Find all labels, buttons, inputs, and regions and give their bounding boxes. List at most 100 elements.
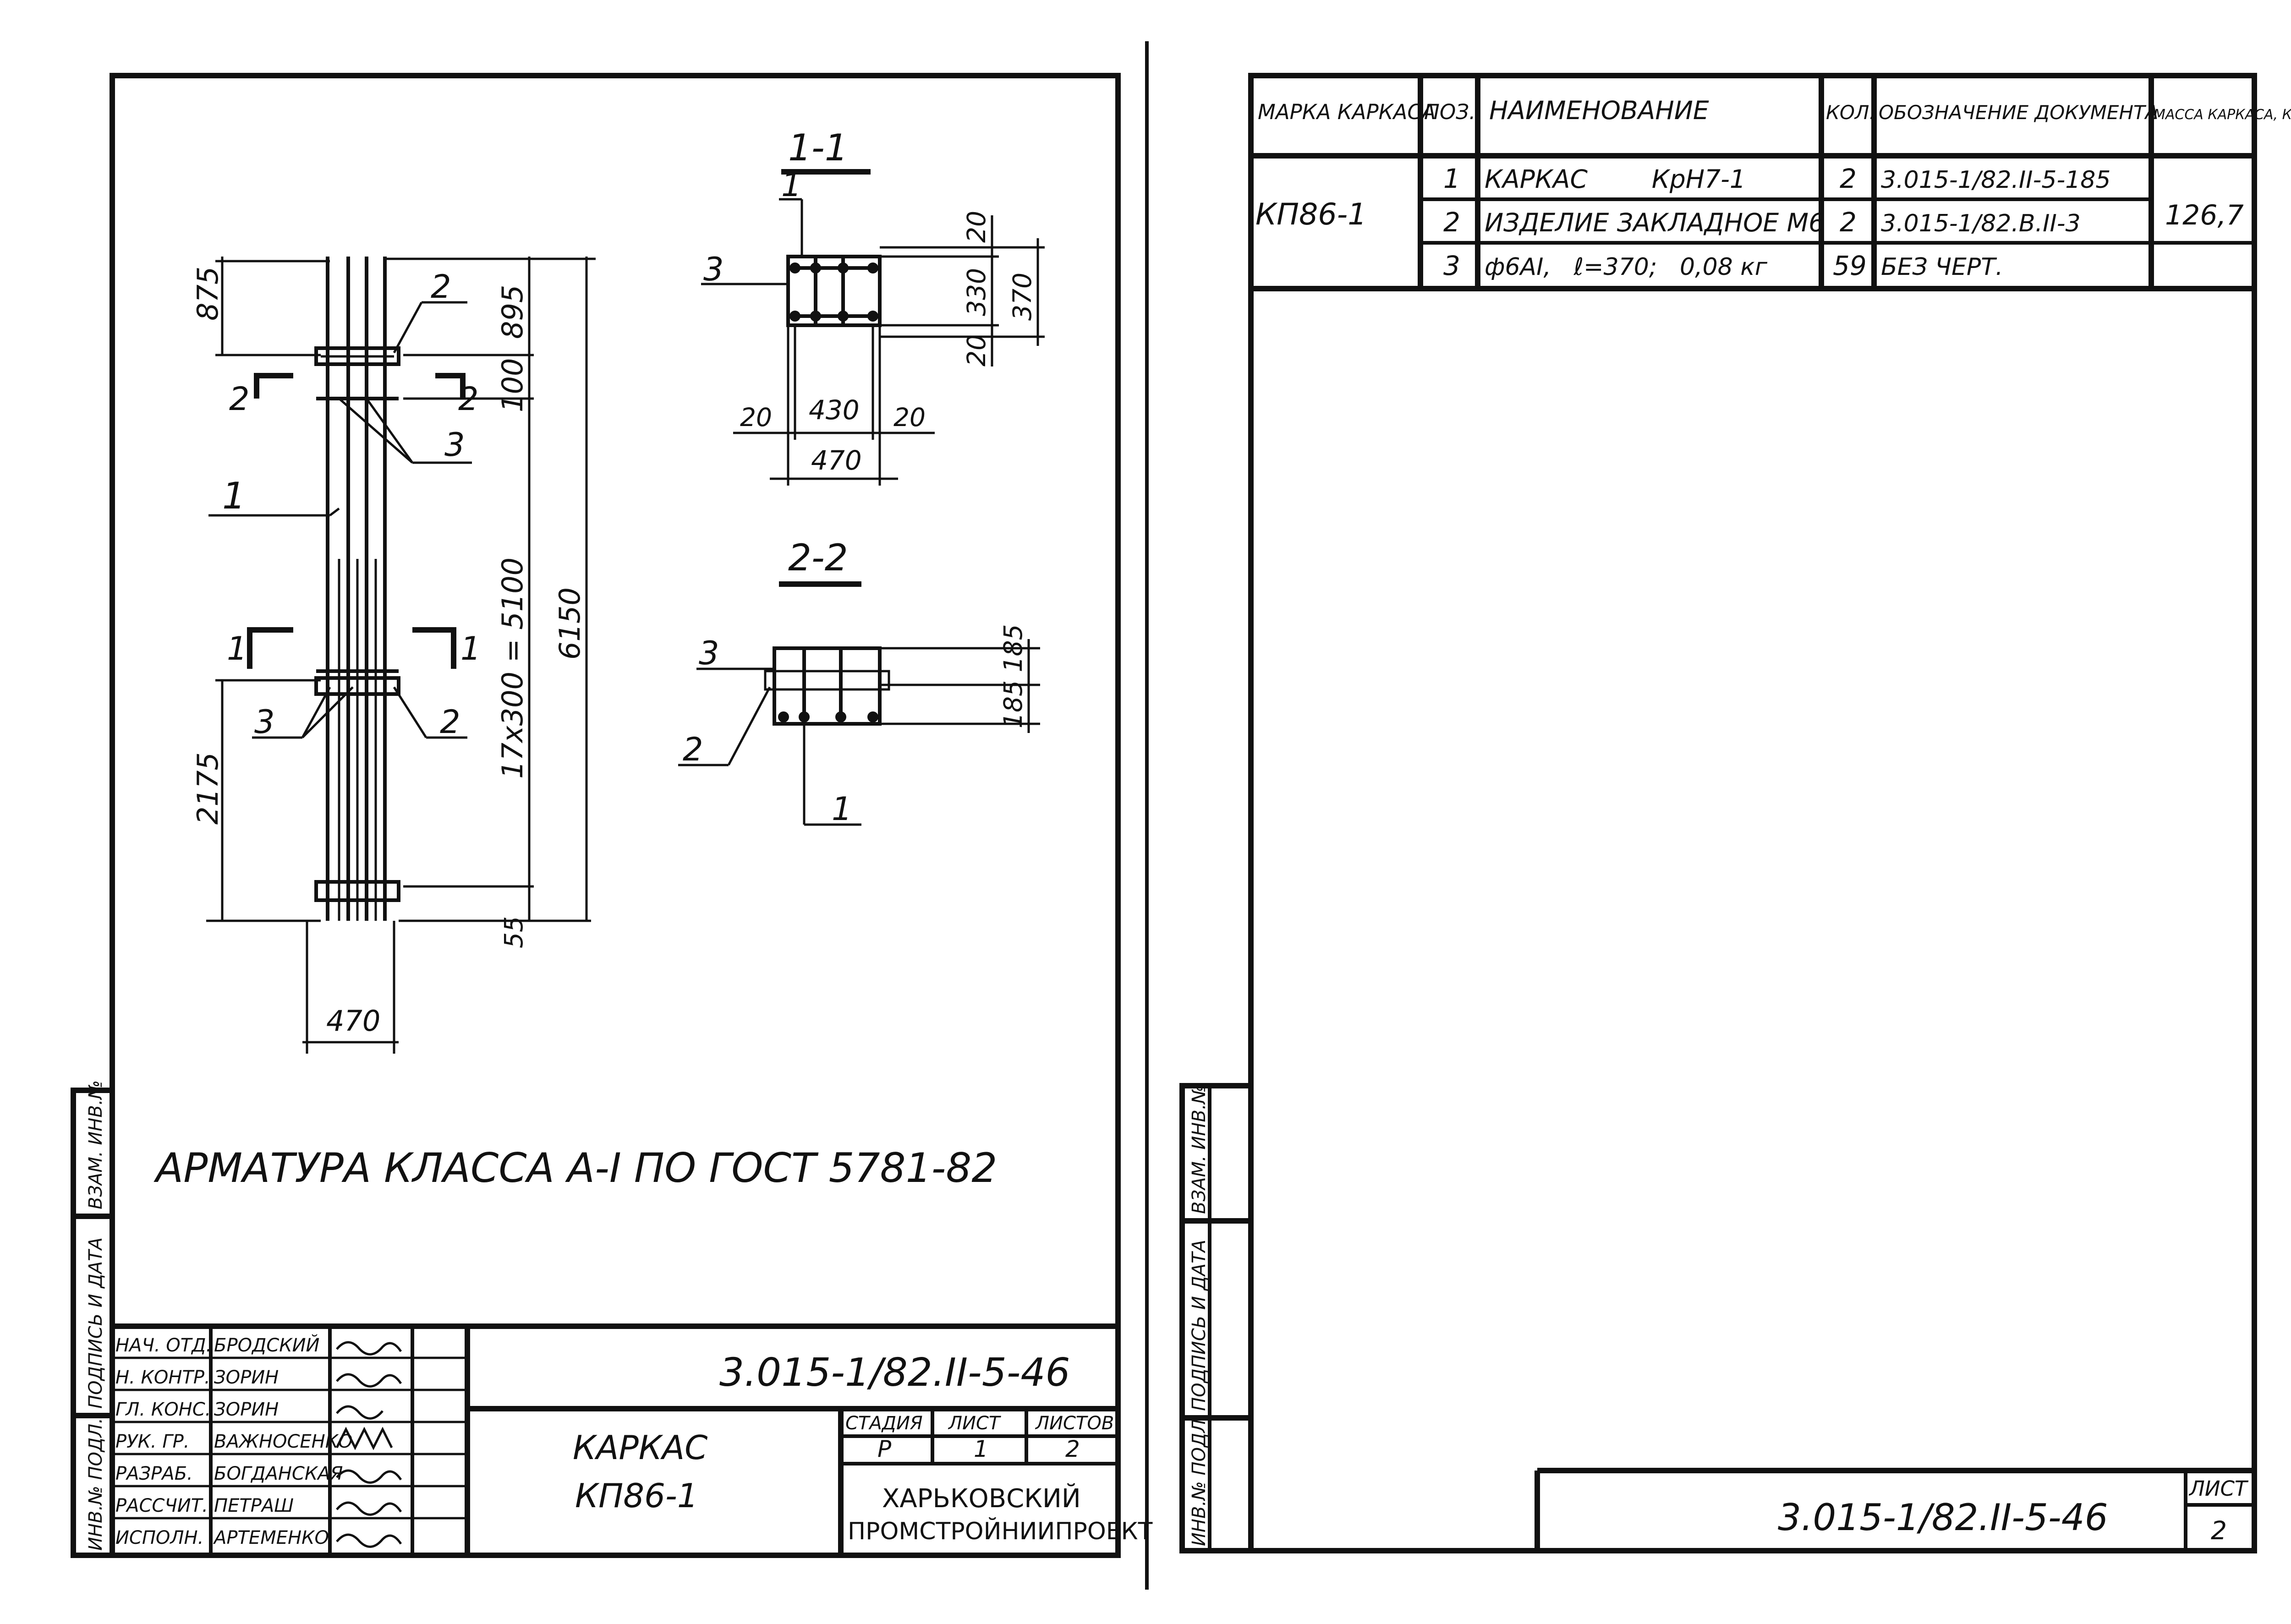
- spec-row-1-name: КАРКАС КрН7-1: [1485, 164, 1746, 194]
- spec-row-2-qty: 2: [1840, 207, 1857, 238]
- cut2-left-label: 2: [229, 380, 250, 418]
- spec-header-qty: КОЛ.: [1826, 101, 1875, 124]
- sheets-value: 2: [1065, 1436, 1080, 1462]
- sheets-header: ЛИСТОВ: [1035, 1413, 1114, 1434]
- sig-role-6: РАССЧИТ.: [115, 1495, 208, 1516]
- section-2-2: 2-2 3 185 185 2 1: [678, 536, 1040, 828]
- sig-name-2: ЗОРИН: [214, 1367, 279, 1388]
- spec-row-3-pos: 3: [1443, 250, 1460, 281]
- right-sheet-label: ЛИСТ: [2188, 1476, 2249, 1501]
- spec-header-name: НАИМЕНОВАНИЕ: [1489, 96, 1709, 125]
- sec11-dim-20-right: 20: [893, 403, 926, 432]
- pos1-label: 1: [222, 475, 246, 517]
- sec11-pos1-label: 1: [781, 166, 802, 204]
- sig-role-5: РАЗРАБ.: [115, 1463, 193, 1484]
- pos3-top-label: 3: [444, 426, 465, 464]
- sec22-pos2-label: 2: [683, 731, 703, 768]
- dim-5100: 17х300 = 5100: [496, 558, 529, 779]
- sec11-dim-470: 470: [811, 445, 862, 476]
- stage-value: Р: [877, 1436, 892, 1462]
- spec-mark: КП86-1: [1255, 197, 1367, 232]
- spec-header-mass: МАССА КАРКАСА, КГ: [2154, 107, 2291, 123]
- signature-mark: [336, 1373, 402, 1388]
- elevation-view: 1 2 3 3 2 2 2 1 1 875 895 100 6150 17х30…: [191, 257, 596, 1054]
- right-stamp-vzam: ВЗАМ. ИНВ.№: [1189, 1085, 1210, 1214]
- spec-row-2-name: ИЗДЕЛИЕ ЗАКЛАДНОЕ М6: [1485, 208, 1825, 237]
- spec-row-2-doc: 3.015-1/82.В.II-3: [1881, 210, 2081, 237]
- sheet-header: ЛИСТ: [948, 1413, 1002, 1434]
- left-stamp-sign: ПОДПИСЬ И ДАТА: [85, 1237, 106, 1409]
- spec-row-1-pos: 1: [1443, 163, 1460, 194]
- cut2-right-label: 2: [458, 380, 479, 418]
- org-line-2: ПРОМСТРОЙНИИПРОЕКТ: [848, 1517, 1153, 1545]
- sig-name-6: ПЕТРАШ: [214, 1495, 294, 1516]
- spec-row-1-qty: 2: [1840, 163, 1857, 194]
- section-2-2-title: 2-2: [788, 536, 848, 579]
- signature-mark: [336, 1405, 384, 1420]
- sec11-dim-370: 370: [1008, 273, 1037, 321]
- dim-875: 875: [191, 267, 225, 321]
- title-line-1: КАРКАС: [573, 1428, 708, 1467]
- right-stamp-inv: ИНВ.№ ПОДЛ.: [1189, 1413, 1210, 1546]
- spec-row-3-name: ф6АI, ℓ=370; 0,08 кг: [1485, 253, 1768, 281]
- left-stamp-inv: ИНВ.№ ПОДЛ.: [85, 1418, 106, 1551]
- sig-role-7: ИСПОЛН.: [115, 1527, 203, 1548]
- signature-mark: [336, 1533, 402, 1548]
- org-line-1: ХАРЬКОВСКИЙ: [882, 1483, 1081, 1514]
- sec11-dim-20-left: 20: [740, 403, 772, 432]
- sig-name-1: БРОДСКИЙ: [214, 1334, 319, 1356]
- cut1-right-label: 1: [460, 630, 481, 667]
- spec-header-doc: ОБОЗНАЧЕНИЕ ДОКУМЕНТА: [1879, 101, 2158, 124]
- spec-table: МАРКА КАРКАСА ПОЗ. НАИМЕНОВАНИЕ КОЛ. ОБО…: [1248, 73, 2291, 291]
- signature-mark: [336, 1341, 402, 1356]
- title-block-code: 3.015-1/82.II-5-46: [719, 1350, 1070, 1395]
- sec22-pos3-label: 3: [699, 634, 719, 672]
- pos2-top-label: 2: [431, 268, 451, 306]
- stage-header: СТАДИЯ: [845, 1413, 923, 1434]
- sec11-dim-20-top: 20: [962, 211, 991, 243]
- cut1-left-label: 1: [227, 630, 247, 667]
- sig-name-7: АРТЕМЕНКО: [213, 1527, 329, 1548]
- spec-row-3-qty: 59: [1833, 250, 1867, 281]
- left-stamp-vzam: ВЗАМ. ИНВ.№: [85, 1080, 106, 1209]
- spec-row-2-pos: 2: [1443, 207, 1460, 238]
- title-line-2: КП86-1: [575, 1476, 698, 1515]
- sig-name-5: БОГДАНСКАЯ: [214, 1463, 343, 1484]
- pos2-bottom-label: 2: [440, 703, 460, 741]
- sheet-value: 1: [974, 1436, 988, 1462]
- right-sheet-code: 3.015-1/82.II-5-46: [1778, 1496, 2108, 1539]
- dim-100: 100: [496, 358, 529, 412]
- sec11-dim-20-bottom: 20: [962, 334, 991, 366]
- sig-name-3: ЗОРИН: [214, 1399, 279, 1420]
- sec22-dim-185-185: 185 185: [998, 624, 1028, 728]
- spec-mass: 126,7: [2165, 199, 2244, 231]
- title-block: НАЧ. ОТД. БРОДСКИЙ Н. КОНТР. ЗОРИН ГЛ. К…: [110, 1323, 1153, 1558]
- signature-mark: [335, 1427, 393, 1450]
- sig-role-2: Н. КОНТР.: [115, 1367, 210, 1388]
- right-stamp-sign: ПОДПИСЬ И ДАТА: [1189, 1240, 1210, 1411]
- dim-2175: 2175: [191, 752, 225, 825]
- dim-470-bottom: 470: [326, 1004, 380, 1038]
- sec11-dim-430: 430: [809, 394, 860, 426]
- sec11-dim-330: 330: [962, 268, 991, 316]
- dim-55: 55: [499, 916, 528, 948]
- sig-name-4: ВАЖНОСЕНКО: [214, 1431, 353, 1452]
- pos3-bottom-label: 3: [254, 703, 275, 741]
- signature-mark: [336, 1501, 402, 1516]
- left-side-stamp: ВЗАМ. ИНВ.№ ПОДПИСЬ И ДАТА ИНВ.№ ПОДЛ.: [71, 1080, 115, 1558]
- right-side-stamp: ВЗАМ. ИНВ.№ ПОДПИСЬ И ДАТА ИНВ.№ ПОДЛ.: [1179, 1083, 1254, 1553]
- right-sheet-number: 2: [2211, 1516, 2227, 1545]
- sig-role-4: РУК. ГР.: [115, 1431, 189, 1452]
- signature-mark: [336, 1469, 402, 1484]
- spec-header-mark: МАРКА КАРКАСА: [1258, 100, 1436, 124]
- sec11-pos3-label: 3: [703, 251, 724, 288]
- spec-row-1-doc: 3.015-1/82.II-5-185: [1881, 166, 2110, 194]
- dim-895: 895: [496, 285, 529, 339]
- section-1-1-title: 1-1: [788, 126, 848, 169]
- section-1-1: 1-1 1 3 20 330 370 20: [701, 126, 1045, 486]
- rebar-note: АРМАТУРА КЛАССА А-I ПО ГОСТ 5781-82: [153, 1144, 997, 1192]
- spec-row-3-doc: БЕЗ ЧЕРТ.: [1881, 253, 2003, 281]
- spec-header-pos: ПОЗ.: [1424, 100, 1475, 124]
- right-sheet: 3.015-1/82.II-5-46 ЛИСТ 2: [1248, 73, 2257, 1553]
